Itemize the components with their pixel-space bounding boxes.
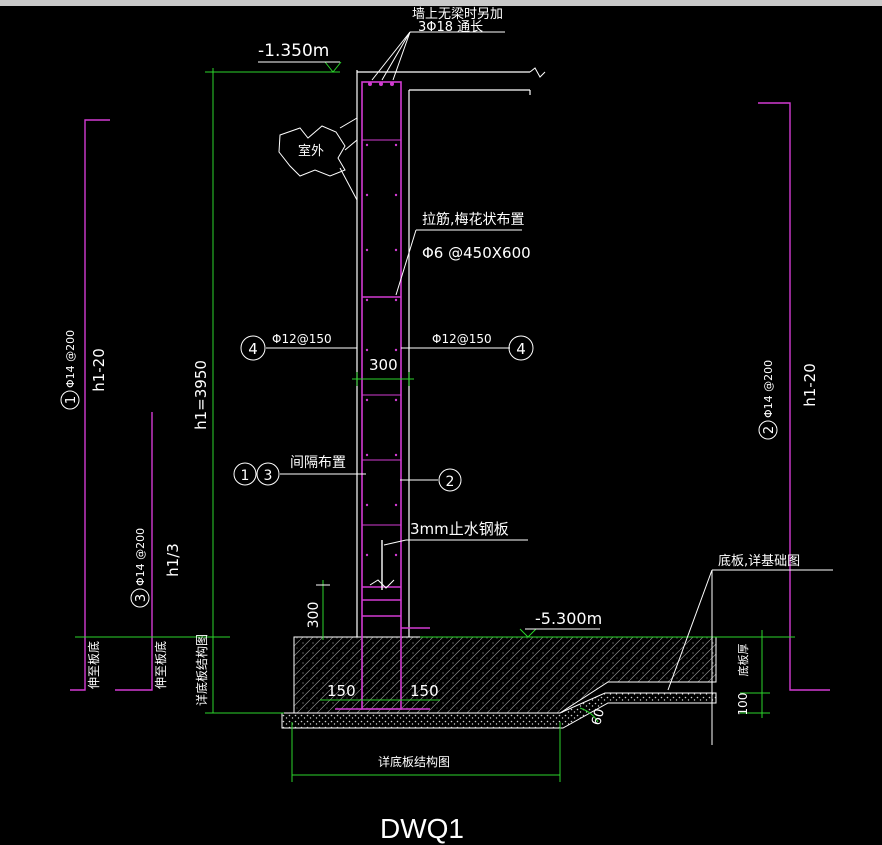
window-top-strip bbox=[0, 0, 882, 6]
extend-to-slab-a: 伸至板底 bbox=[86, 641, 101, 689]
kick-300-dim: 300 bbox=[306, 602, 322, 629]
slab-note: 底板,详基础图 bbox=[718, 553, 800, 569]
svg-text:2: 2 bbox=[762, 426, 777, 434]
svg-text:2: 2 bbox=[446, 474, 455, 490]
top-elevation: -1.350m bbox=[258, 41, 329, 61]
retaining-wall bbox=[356, 67, 546, 637]
svg-text:1: 1 bbox=[64, 396, 79, 404]
svg-text:4: 4 bbox=[516, 340, 526, 358]
right-rebar-label: Φ12@150 bbox=[432, 332, 492, 346]
h1-left-dim: h1=3950 bbox=[192, 360, 210, 430]
blinding-layer bbox=[281, 692, 717, 729]
svg-text:Φ14 @200: Φ14 @200 bbox=[64, 330, 77, 388]
water-stop-note: 3mm止水钢板 bbox=[410, 520, 509, 538]
svg-text:3: 3 bbox=[264, 468, 273, 484]
callout-3: 3 bbox=[256, 462, 280, 486]
callout-2: 2 bbox=[438, 468, 462, 492]
cover-left-dim: 150 bbox=[327, 682, 356, 700]
angle-dim: 60 bbox=[589, 707, 608, 727]
tie-bar-note: 拉筋,梅花状布置 bbox=[422, 211, 524, 228]
spacing-note: 间隔布置 bbox=[290, 455, 346, 471]
svg-text:1: 1 bbox=[241, 468, 250, 484]
rebar-1-label: 1 Φ14 @200 bbox=[60, 330, 80, 410]
left-rebar-label: Φ12@150 bbox=[272, 332, 332, 346]
drawing-title: DWQ1 bbox=[380, 813, 464, 844]
svg-text:Φ14 @200: Φ14 @200 bbox=[134, 528, 147, 586]
callout-4-left: 4 bbox=[240, 335, 266, 361]
slab-struct-label: 详底板结构图 bbox=[378, 754, 450, 769]
callout-4-right: 4 bbox=[508, 335, 534, 361]
tie-bar-spec: Φ6 @450X600 bbox=[422, 244, 531, 262]
callout-1: 1 bbox=[233, 462, 257, 486]
dimension-lines bbox=[75, 61, 795, 782]
extend-to-slab-b: 伸至板底 bbox=[153, 641, 168, 689]
h1-minus-right: h1-20 bbox=[801, 363, 819, 407]
rebar-3-label: 3 Φ14 @200 bbox=[130, 528, 150, 608]
h1-third-dim: h1/3 bbox=[164, 543, 182, 577]
slab-struct-vertical: 详底板结构图 bbox=[194, 634, 209, 706]
h1-minus-left: h1-20 bbox=[90, 348, 108, 392]
bed-100-dim: 100 bbox=[736, 693, 750, 716]
bottom-elevation: -5.300m bbox=[535, 609, 602, 628]
left-bars bbox=[70, 102, 830, 691]
wall-thickness-dim: 300 bbox=[369, 356, 398, 374]
top-note-2: 3Φ18 通长 bbox=[418, 20, 483, 35]
wall-rebar bbox=[335, 81, 430, 710]
slab-thickness-label: 底板厚 bbox=[736, 644, 750, 677]
cover-right-dim: 150 bbox=[410, 682, 439, 700]
svg-text:4: 4 bbox=[248, 340, 258, 358]
outside-label: 室外 bbox=[298, 143, 324, 159]
top-note-1: 墙上无梁时另加 bbox=[412, 7, 503, 22]
svg-text:Φ14 @200: Φ14 @200 bbox=[762, 360, 775, 418]
rebar-2-label: 2 Φ14 @200 bbox=[758, 360, 778, 440]
svg-text:3: 3 bbox=[134, 594, 149, 602]
leader-lines bbox=[266, 31, 833, 745]
